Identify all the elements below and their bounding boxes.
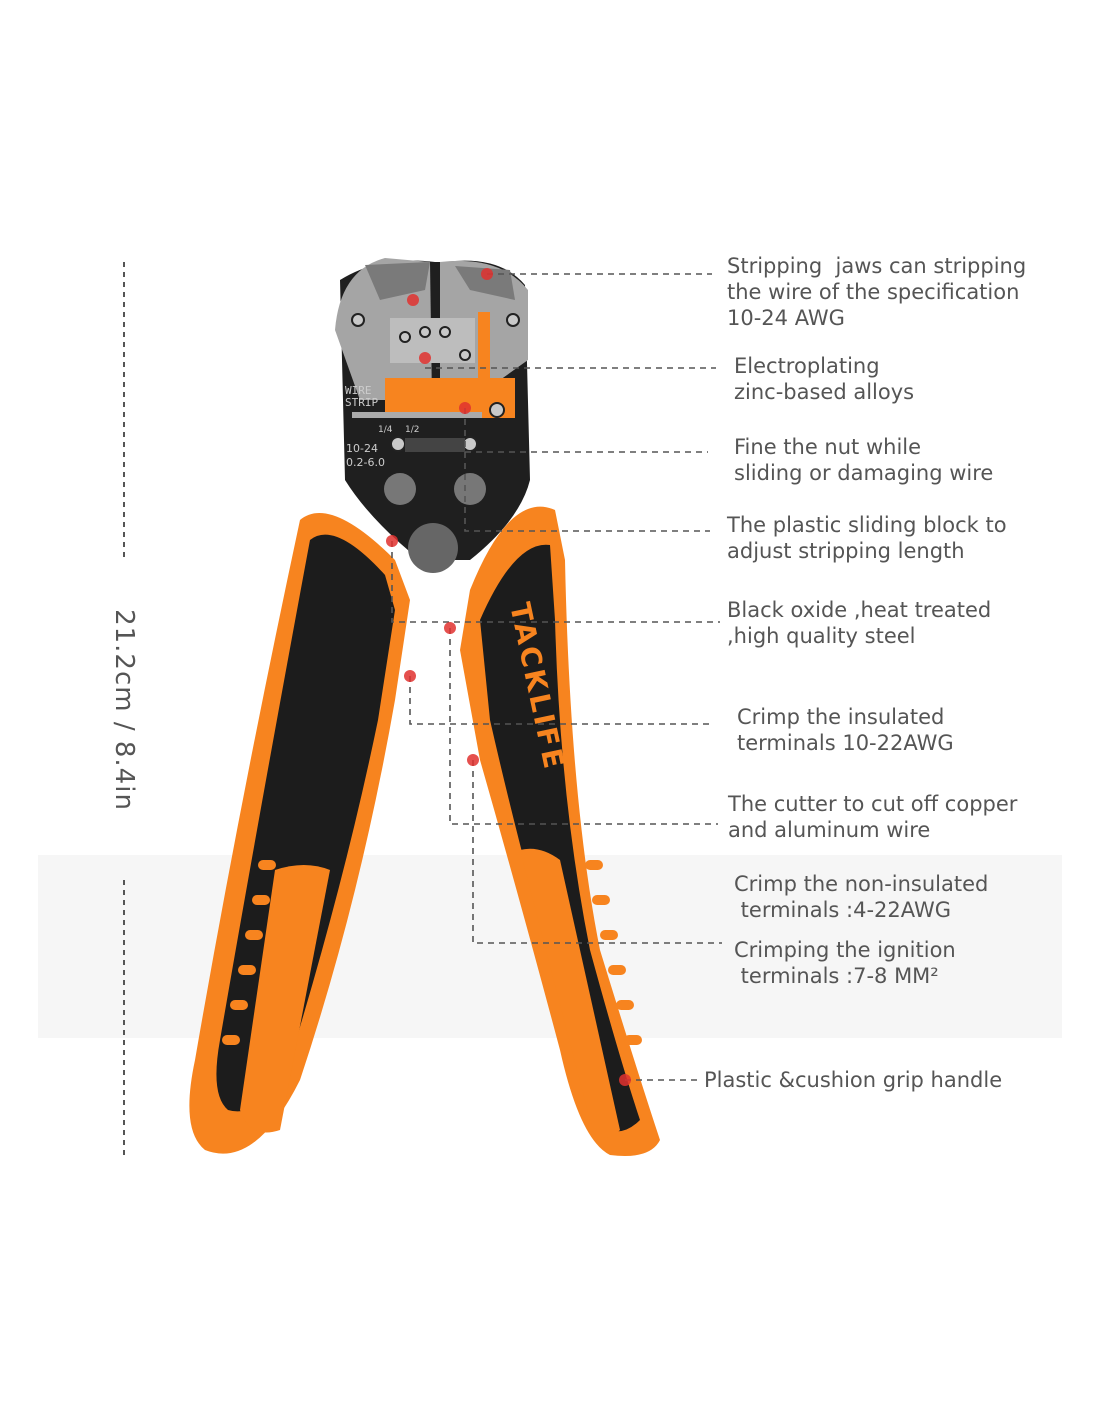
callout-line: terminals 10-22AWG [737,731,954,755]
marking-mm: 0.2-6.0 [346,456,385,469]
callout-line: Electroplating [734,354,880,378]
right-handle [460,506,660,1156]
callout-line: 10-24 AWG [727,306,845,330]
marking-wire: WIRE [345,384,372,397]
callout-line: Stripping jaws can stripping [727,254,1027,278]
callout-line: Crimp the insulated [737,705,945,729]
callout-line: Black oxide ,heat treated [727,598,992,622]
callout-crimp-ignition: Crimping the ignition terminals :7-8 MM² [734,937,956,989]
callout-line: and aluminum wire [728,818,931,842]
marking-half: 1/2 [405,425,419,435]
leader-lines [391,273,722,1081]
callout-line: terminals :4-22AWG [734,898,952,922]
callout-line: Crimping the ignition [734,938,956,962]
callout-line: the wire of the specification [727,280,1020,304]
callout-line: adjust stripping length [727,539,965,563]
callout-crimp-non-insulated: Crimp the non-insulated terminals :4-22A… [734,871,988,923]
callout-line: The plastic sliding block to [727,513,1007,537]
callout-line: Crimp the non-insulated [734,872,989,896]
callout-grip-handle: Plastic &cushion grip handle [704,1067,1002,1093]
length-dimension: 21.2cm / 8.4in [109,609,139,811]
tool-head: WIRE STRIP 1/4 1/2 10-24 0.2-6.0 [335,258,530,573]
callout-line: Plastic &cushion grip handle [704,1068,1003,1092]
callout-line: sliding or damaging wire [734,461,994,485]
marking-strip: STRIP [345,396,378,409]
marking-awg: 10-24 [346,442,378,455]
left-handle [189,513,410,1154]
callout-line: ,high quality steel [727,624,916,648]
callout-line: zinc-based alloys [734,380,915,404]
callout-line: terminals :7-8 MM² [734,964,939,988]
callout-line: The cutter to cut off copper [728,792,1018,816]
callout-dots [386,268,631,1086]
callout-black-oxide: Black oxide ,heat treated,high quality s… [727,597,991,649]
grip-ribs [222,860,642,1045]
callout-line: Fine the nut while [734,435,922,459]
marking-quarter: 1/4 [378,425,393,435]
